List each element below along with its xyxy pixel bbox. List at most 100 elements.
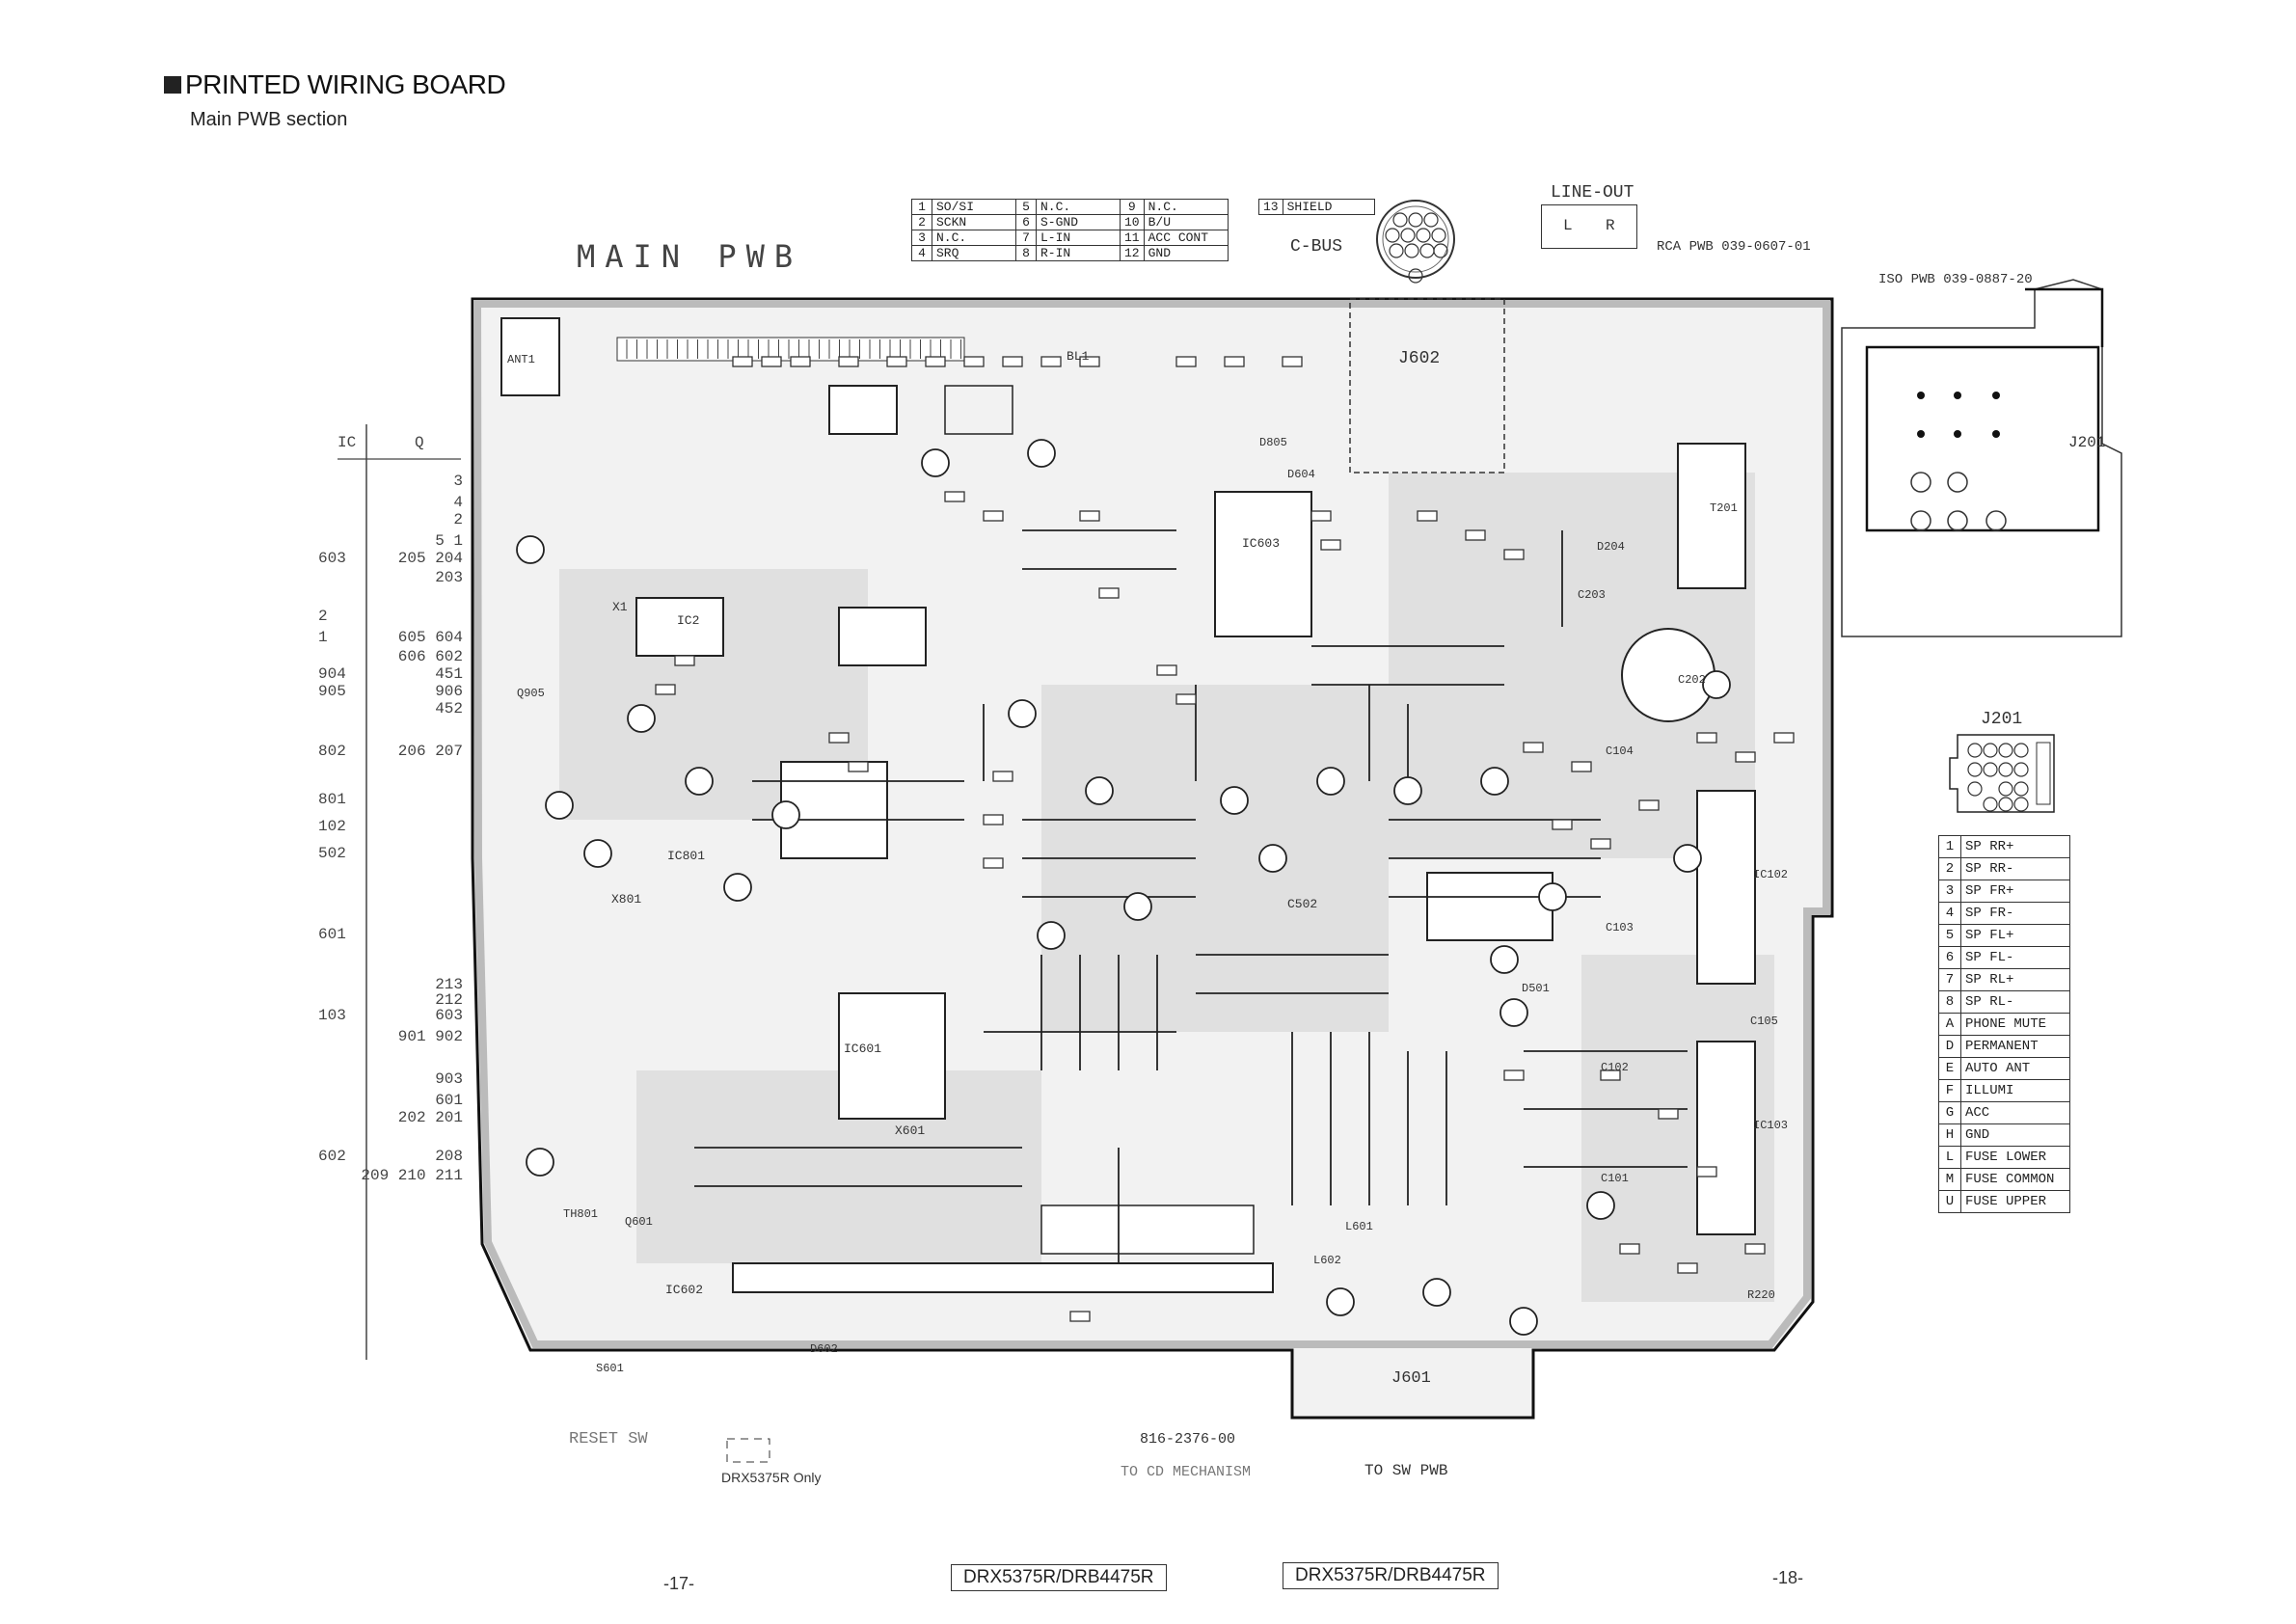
resistor-mark xyxy=(1098,587,1120,599)
ic-header: IC xyxy=(338,434,357,451)
capacitor-mark xyxy=(1422,1278,1451,1307)
j201-pin-id: U xyxy=(1938,1190,1961,1213)
resistor-mark xyxy=(838,356,859,367)
resistor-mark xyxy=(886,356,907,367)
capacitor-mark xyxy=(1085,776,1114,805)
resistor-mark xyxy=(963,356,985,367)
shield-name: SHIELD xyxy=(1282,199,1375,215)
j201-pin-id: A xyxy=(1938,1013,1961,1036)
ic602-label: IC602 xyxy=(665,1283,704,1297)
rca-pwb-label: RCA PWB 039-0607-01 xyxy=(1657,239,1811,255)
page-subtitle: Main PWB section xyxy=(190,109,348,130)
resistor-mark xyxy=(828,732,850,744)
cbus-pin-number: 6 xyxy=(1015,214,1037,230)
ic601-label: IC601 xyxy=(844,1042,882,1056)
index-ic-cell: 801 xyxy=(318,791,346,808)
resistor-mark xyxy=(1417,510,1438,522)
capacitor-mark xyxy=(1509,1307,1538,1336)
cbus-pin-number: 9 xyxy=(1120,199,1145,215)
capacitor-mark xyxy=(1702,670,1731,699)
index-ic-cell: 602 xyxy=(318,1148,346,1165)
j201-pin-function: AUTO ANT xyxy=(1960,1057,2070,1080)
index-ic-cell: 802 xyxy=(318,743,346,760)
l602-label: L602 xyxy=(1313,1254,1341,1267)
capacitor-mark xyxy=(1027,439,1056,468)
resistor-mark xyxy=(761,356,782,367)
index-q-cell: 903 xyxy=(435,1070,463,1088)
d204-label: D204 xyxy=(1597,540,1625,554)
cbus-pin-name: N.C. xyxy=(1036,199,1121,215)
resistor-mark xyxy=(674,655,695,666)
j201-pin-id: 1 xyxy=(1938,835,1961,858)
index-q-cell: 203 xyxy=(435,569,463,586)
capacitor-mark xyxy=(685,767,714,796)
j201-top-label: J201 xyxy=(1981,710,2023,729)
j201-pin-id: D xyxy=(1938,1035,1961,1058)
capacitor-mark xyxy=(1316,767,1345,796)
cbus-pin-number: 4 xyxy=(911,245,932,261)
l601-label: L601 xyxy=(1345,1220,1373,1233)
index-q-cell: 901 902 xyxy=(397,1028,463,1045)
j201-pin-id: E xyxy=(1938,1057,1961,1080)
resistor-mark xyxy=(848,761,869,772)
j201-pin-function: SP FL+ xyxy=(1960,924,2070,947)
index-q-cell: 205 204 xyxy=(397,550,463,567)
cbus-pin-number: 8 xyxy=(1015,245,1037,261)
index-ic-cell: 103 xyxy=(318,1007,346,1024)
capacitor-mark xyxy=(1538,882,1567,911)
index-q-cell: 451 xyxy=(435,665,463,683)
resistor-mark xyxy=(944,491,965,502)
x601-label: X601 xyxy=(895,1123,926,1138)
resistor-mark xyxy=(1696,732,1717,744)
j201-pin-function: SP RR+ xyxy=(1960,835,2070,858)
ic801-label: IC801 xyxy=(667,849,706,863)
r220-label: R220 xyxy=(1747,1288,1775,1302)
resistor-mark xyxy=(1465,529,1486,541)
title-square-icon xyxy=(164,76,181,94)
j602-label: J602 xyxy=(1398,349,1441,368)
s601-label: S601 xyxy=(596,1362,624,1375)
ic2-label: IC2 xyxy=(677,613,700,628)
bl1-label: BL1 xyxy=(1067,349,1090,364)
resistor-mark xyxy=(655,684,676,695)
cbus-pin-number: 10 xyxy=(1120,214,1145,230)
index-ic-cell: 102 xyxy=(318,818,346,835)
cbus-shield-cell: 13 SHIELD xyxy=(1258,199,1375,215)
resistor-mark xyxy=(1600,1069,1621,1081)
resistor-mark xyxy=(790,356,811,367)
capacitor-mark xyxy=(627,704,656,733)
capacitor-mark xyxy=(1393,776,1422,805)
j201-pin-function: FUSE UPPER xyxy=(1960,1190,2070,1213)
j201-pin-function: PERMANENT xyxy=(1960,1035,2070,1058)
resistor-mark xyxy=(1503,549,1525,560)
x1-label: X1 xyxy=(612,600,628,614)
d805-label: D805 xyxy=(1259,436,1287,449)
cbus-pin-name: R-IN xyxy=(1036,245,1121,261)
resistor-mark xyxy=(1079,356,1100,367)
d501-label: D501 xyxy=(1522,982,1550,995)
index-ic-cell: 1 xyxy=(318,629,328,646)
q601-label: Q601 xyxy=(625,1215,653,1229)
th801-label: TH801 xyxy=(563,1207,599,1221)
j601-label: J601 xyxy=(1391,1369,1431,1388)
j201-pin-function: SP RL- xyxy=(1960,990,2070,1014)
index-q-cell: 605 604 xyxy=(397,629,463,646)
cbus-pin-number: 7 xyxy=(1015,230,1037,246)
capacitor-mark xyxy=(1586,1191,1615,1220)
main-pwb-label: MAIN PWB xyxy=(577,238,803,275)
j201-pin-id: F xyxy=(1938,1079,1961,1102)
resistor-mark xyxy=(1079,510,1100,522)
j201-pin-function: ILLUMI xyxy=(1960,1079,2070,1102)
page-title: PRINTED WIRING BOARD xyxy=(164,69,506,100)
cbus-pin-name: L-IN xyxy=(1036,230,1121,246)
resistor-mark xyxy=(1619,1243,1640,1255)
index-q-cell: 208 xyxy=(435,1148,463,1165)
resistor-mark xyxy=(1696,1166,1717,1177)
capacitor-mark xyxy=(1008,699,1037,728)
